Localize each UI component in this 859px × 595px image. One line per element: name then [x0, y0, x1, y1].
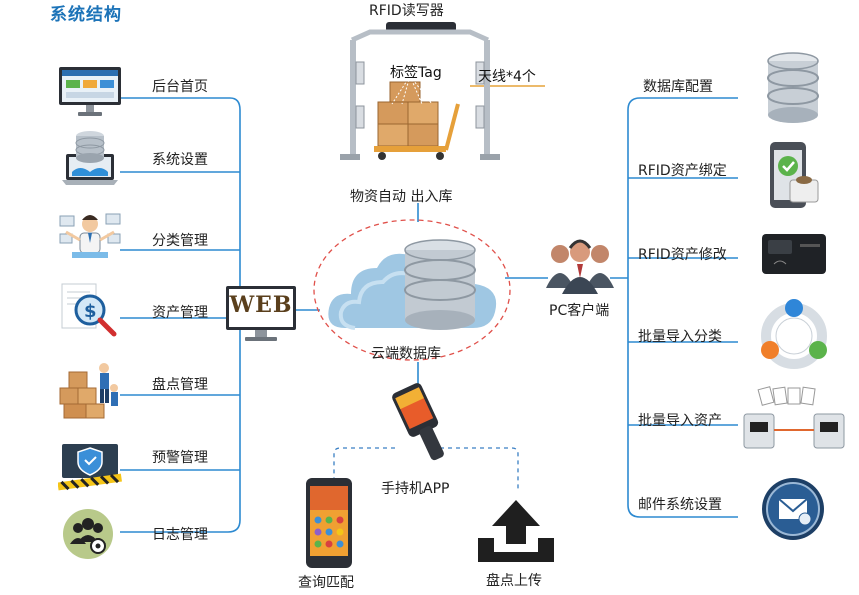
left-item-label: 系统设置 [152, 152, 208, 168]
cloud-label: 云端数据库 [371, 346, 441, 362]
warehouse-label: 物资自动 出入库 [350, 189, 453, 205]
cloud-database-icon [325, 228, 505, 338]
left-item-label: 后台首页 [152, 79, 208, 95]
left-item-label: 日志管理 [152, 527, 208, 543]
left-item-label: 盘点管理 [152, 377, 208, 393]
pc-client-icon [544, 236, 616, 296]
right-item-label: 数据库配置 [643, 79, 713, 95]
magnifier-money-icon: $ [58, 282, 122, 338]
upload-label: 盘点上传 [486, 573, 542, 589]
rfid-reader-label: RFID读写器 [369, 3, 444, 19]
workers-boxes-icon [56, 358, 122, 420]
person-cards-icon [58, 210, 122, 260]
shield-warning-icon [58, 442, 122, 492]
right-item-label: 批量导入分类 [638, 329, 722, 345]
monitor-dashboard-icon [58, 66, 122, 118]
left-item-label: 资产管理 [152, 305, 208, 321]
page-title: 系统结构 [50, 5, 122, 25]
web-label: WEB [229, 292, 293, 318]
right-item-label: RFID资产绑定 [638, 163, 727, 179]
query-label: 查询匹配 [298, 575, 354, 591]
handheld-terminal-icon [390, 380, 454, 466]
right-item-label: 批量导入资产 [638, 413, 722, 429]
phone-check-icon [766, 140, 822, 212]
svg-text:$: $ [84, 301, 97, 322]
pc-client-label: PC客户端 [549, 303, 610, 319]
left-item-label: 预警管理 [152, 450, 208, 466]
card-reader-icon [760, 230, 828, 278]
handheld-label: 手持机APP [381, 481, 450, 497]
laptop-database-icon [58, 128, 122, 188]
database-icon [766, 52, 820, 124]
tag-label: 标签Tag [390, 65, 442, 81]
phone-query-icon [304, 476, 354, 570]
server-transfer-icon [742, 386, 846, 450]
mail-gear-icon [760, 476, 826, 542]
users-gear-icon [62, 508, 114, 560]
right-item-label: 邮件系统设置 [638, 497, 722, 513]
right-item-label: RFID资产修改 [638, 247, 727, 263]
antenna-label: 天线*4个 [478, 69, 536, 85]
rfid-gate-icon [340, 20, 500, 170]
upload-icon [474, 496, 558, 566]
circle-cycle-icon [756, 296, 832, 372]
left-item-label: 分类管理 [152, 233, 208, 249]
web-monitor [225, 285, 297, 343]
